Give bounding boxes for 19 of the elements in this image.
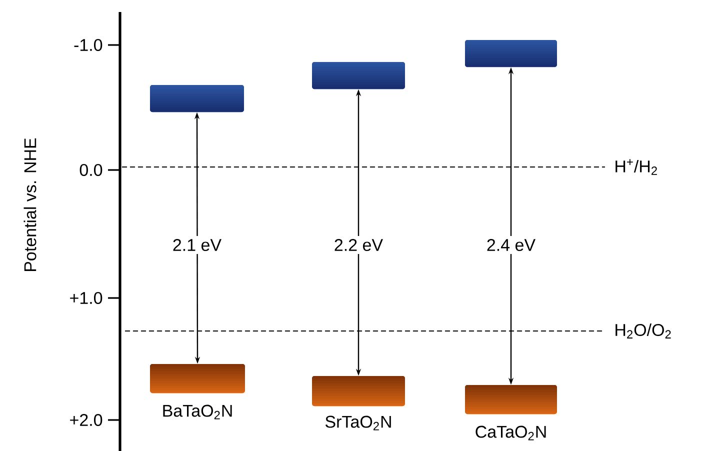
band-bar	[150, 364, 245, 394]
band-bar	[312, 376, 405, 406]
band-bar	[150, 85, 244, 112]
tick-label: 0.0	[80, 164, 102, 176]
band-bar	[312, 62, 405, 90]
compound-label: CaTaO$_{2}$N	[476, 426, 546, 440]
tick-label: +2.0	[70, 414, 102, 426]
reference-label: H$_{2}$O/O$_{2}$	[616, 324, 671, 338]
band-bar	[465, 385, 557, 414]
edge-label: 2.1 eV	[169, 236, 225, 254]
axis-title: Potential vs. NHE	[24, 138, 36, 271]
edge-label: 2.4 eV	[483, 236, 539, 254]
edge-label: 2.2 eV	[330, 236, 386, 254]
reference-label: H$^{+}$/H$_{2}$	[616, 159, 657, 175]
tick-label: -1.0	[74, 38, 102, 52]
band-bar	[465, 40, 557, 68]
compound-label: SrTaO$_{2}$N	[325, 416, 391, 430]
tick-label: +1.0	[70, 292, 102, 304]
compound-label: BaTaO$_{2}$N	[163, 404, 232, 420]
